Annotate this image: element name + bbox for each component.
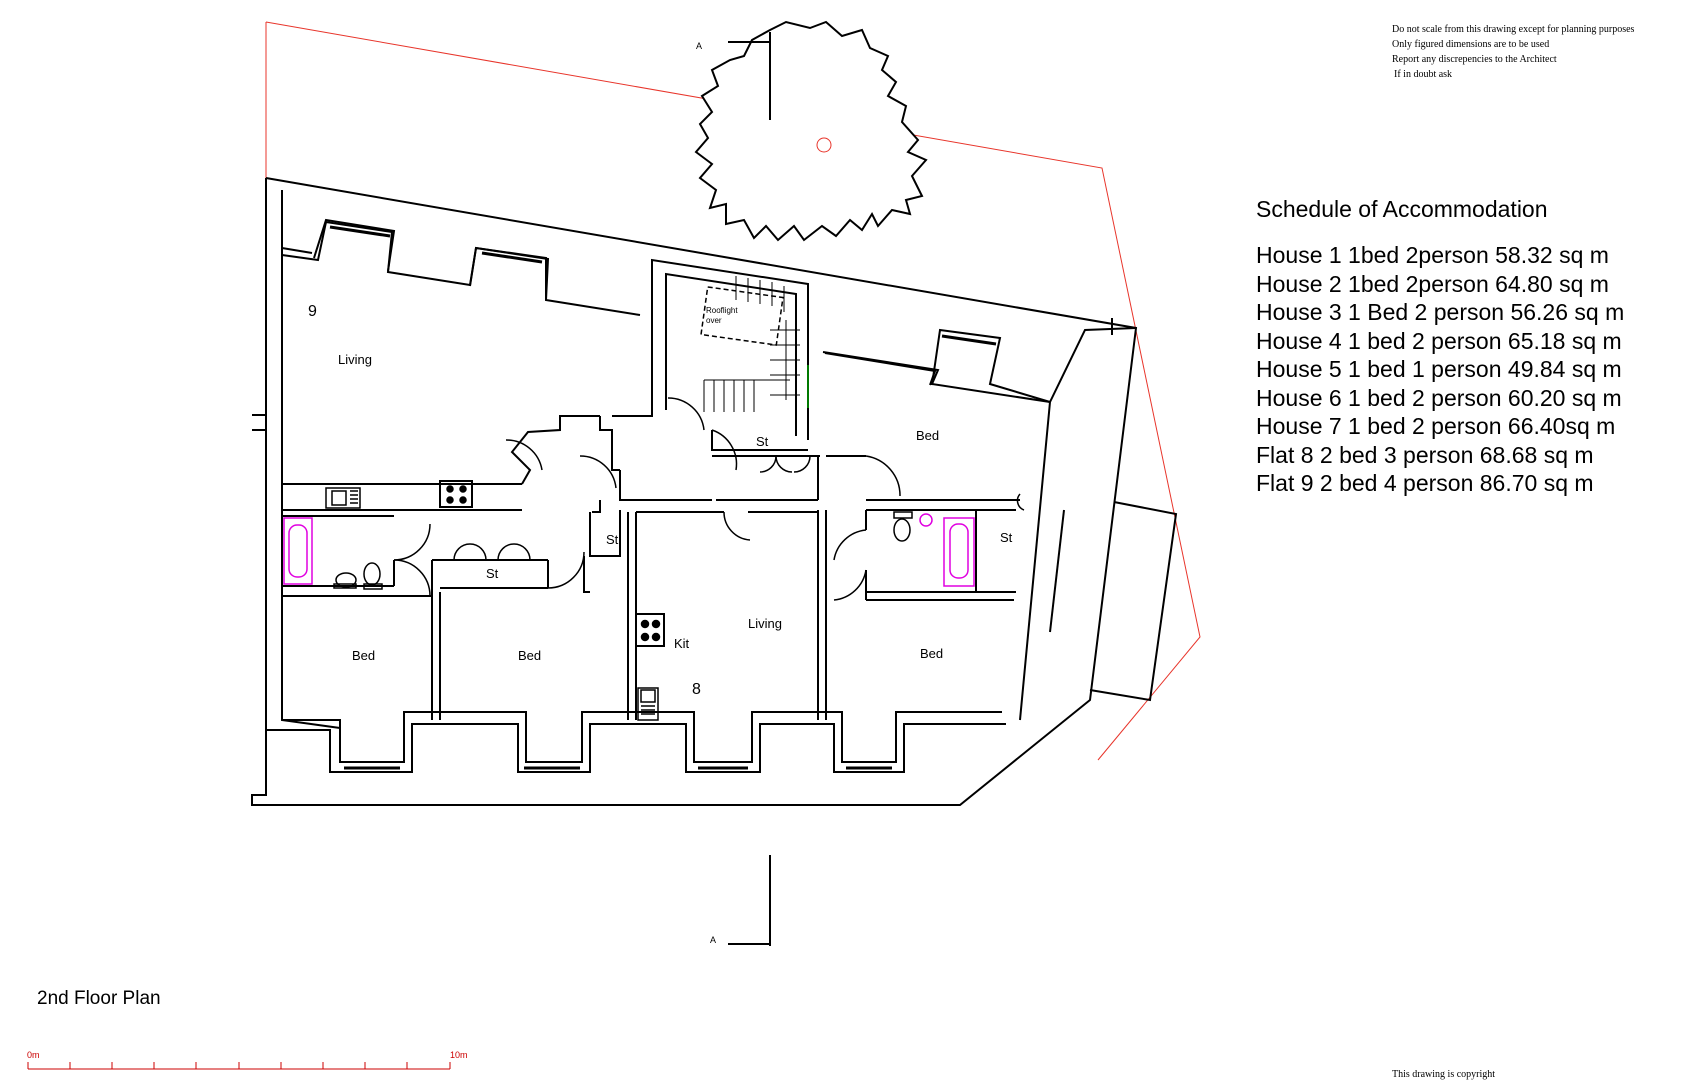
internal-walls <box>282 410 1020 720</box>
plan-title: 2nd Floor Plan <box>37 988 161 1009</box>
adjoining-structure <box>1049 501 1178 702</box>
scale-end-label: 10m <box>450 1050 468 1060</box>
flat8-kitchen-label: Kit <box>674 636 690 651</box>
bed-right-bottom-label: Bed <box>920 646 943 661</box>
external-walls <box>251 177 1138 806</box>
schedule-row: Flat 9 2 bed 4 person 86.70 sq m <box>1256 470 1594 496</box>
site-boundary <box>265 21 1201 761</box>
north-bay-windows <box>313 218 1052 721</box>
copyright-note: This drawing is copyright <box>1392 1069 1496 1080</box>
schedule-row: Flat 8 2 bed 3 person 68.68 sq m <box>1256 441 1594 468</box>
rooflight-label-2: over <box>706 316 722 325</box>
scale-start-label: 0m <box>27 1050 40 1060</box>
landing-store-label: St <box>756 434 769 449</box>
store-right-label: St <box>1000 530 1013 545</box>
door-swings <box>393 397 1025 601</box>
store-stair-label: St <box>606 532 619 547</box>
scale-bar <box>27 1062 451 1070</box>
flat9-number: 9 <box>308 303 317 320</box>
bed-left-label: Bed <box>352 648 375 663</box>
flat9-living-label: Living <box>338 352 372 367</box>
flat8-number: 8 <box>692 681 701 698</box>
note-line: If in doubt ask <box>1394 69 1453 80</box>
sanitary-ware <box>283 511 975 590</box>
schedule-row: House 5 1 bed 1 person 49.84 sq m <box>1256 356 1622 382</box>
schedule-title: Schedule of Accommodation <box>1256 196 1548 222</box>
drawing-notes: Do not scale from this drawing except fo… <box>1392 22 1634 82</box>
bed-mid-label: Bed <box>518 648 541 663</box>
schedule-row: House 1 1bed 2person 58.32 sq m <box>1256 242 1609 268</box>
note-line: Report any discrepencies to the Architec… <box>1392 54 1557 65</box>
rooflight-label: Rooflight <box>706 306 738 315</box>
section-marker-top: A <box>696 41 702 51</box>
schedule-row: House 6 1 bed 2 person 60.20 sq m <box>1256 384 1622 411</box>
bed-right-top-label: Bed <box>916 428 939 443</box>
tree-symbol <box>694 20 928 242</box>
flat8-living-label: Living <box>748 616 782 631</box>
note-line: Only figured dimensions are to be used <box>1392 39 1550 50</box>
south-bay-windows <box>266 711 1006 773</box>
note-line: Do not scale from this drawing except fo… <box>1392 24 1635 35</box>
schedule-row: House 7 1 bed 2 person 66.40sq m <box>1256 413 1616 439</box>
schedule-of-accommodation: Schedule of Accommodation House 1 1bed 2… <box>1256 196 1624 498</box>
schedule-row: House 4 1 bed 2 person 65.18 sq m <box>1256 327 1622 354</box>
kitchen-fittings <box>325 480 665 721</box>
schedule-row: House 3 1 Bed 2 person 56.26 sq m <box>1256 299 1625 325</box>
section-marker-bottom: A <box>710 935 716 945</box>
room-labels: 9 Living St Bed St St St Bed Bed Living … <box>308 303 1013 698</box>
schedule-row: House 2 1bed 2person 64.80 sq m <box>1256 270 1609 297</box>
store-left-label: St <box>486 566 499 581</box>
stair-core <box>651 258 809 440</box>
